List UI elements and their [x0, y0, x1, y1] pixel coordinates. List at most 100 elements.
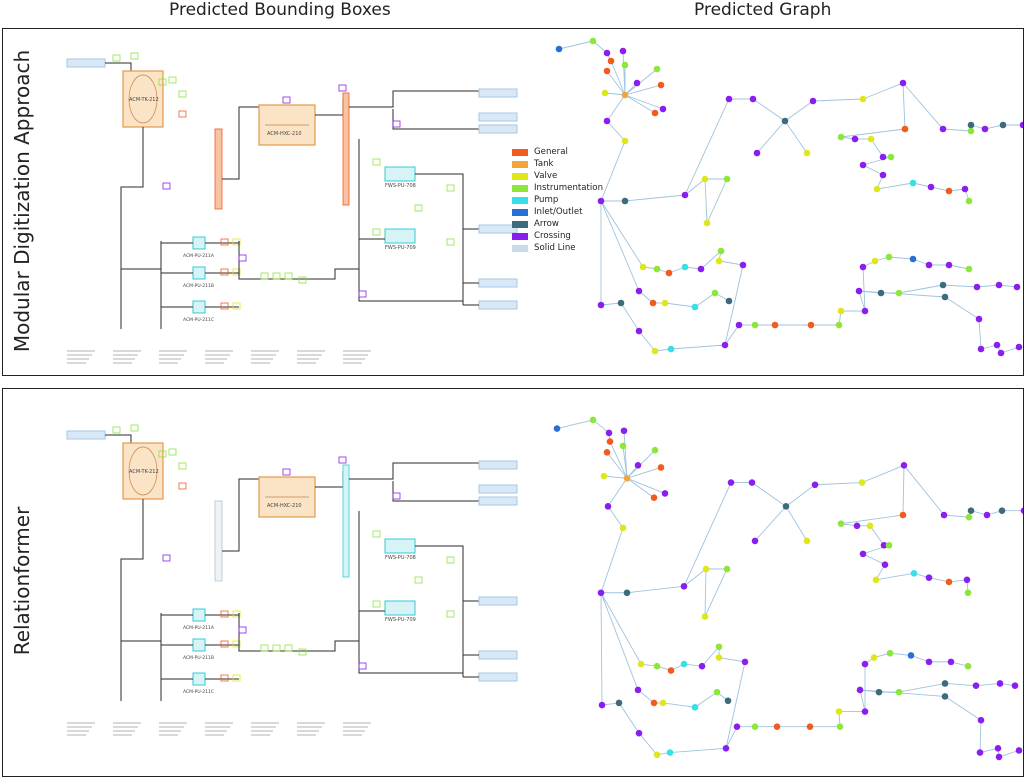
- graph-node: [724, 697, 732, 705]
- pipe-line: [358, 511, 463, 674]
- graph-edge: [618, 702, 640, 734]
- inlet-box: [66, 430, 106, 440]
- graph-edge: [704, 178, 708, 224]
- graph-node: [589, 37, 597, 45]
- graph-node: [925, 261, 933, 269]
- graph-node: [983, 511, 991, 519]
- graph-node: [635, 327, 643, 335]
- graph-edge: [626, 585, 685, 594]
- symbol-box: [158, 450, 167, 458]
- graph-node: [782, 503, 790, 510]
- pid-diagram-bottom: ACM-TK-212ACM-HXC-210FWS-PU-708FWS-PU-70…: [66, 424, 518, 736]
- graph-edge: [624, 94, 656, 114]
- graph-node: [651, 446, 659, 454]
- graph-node: [715, 643, 723, 651]
- legend-label: General: [534, 146, 568, 157]
- graph-edge: [840, 128, 906, 138]
- graph-edge: [600, 302, 622, 306]
- legend-item-instrumentation: Instrumentation: [512, 182, 603, 194]
- graph-node: [977, 716, 985, 724]
- graph-edge: [975, 683, 1001, 687]
- legend-swatch-valve: [512, 172, 528, 180]
- symbol-box: [162, 554, 171, 562]
- graph-node: [859, 161, 867, 169]
- graph-node: [701, 613, 709, 620]
- graph-bottom: [553, 416, 1023, 761]
- outlet-box: [478, 300, 518, 310]
- symbol-box: [282, 96, 291, 104]
- graph-node: [945, 578, 953, 586]
- graph-edge: [664, 302, 696, 308]
- graph-edge: [600, 140, 626, 202]
- pipe-line: [415, 545, 479, 602]
- graph-edge: [622, 445, 628, 479]
- graph-edge: [669, 747, 727, 754]
- tank-outline: [128, 446, 158, 496]
- graph-node: [773, 723, 781, 730]
- graph-edge: [876, 182, 914, 190]
- graph-node: [965, 265, 973, 273]
- graph-edge: [683, 482, 732, 587]
- tank-box: [122, 70, 164, 128]
- outlet-box: [478, 484, 518, 494]
- graph-edge: [600, 592, 639, 691]
- instrument-box: [178, 90, 187, 98]
- graph-node: [723, 565, 731, 573]
- pipe-line: [238, 241, 359, 280]
- graph-node: [603, 449, 611, 456]
- instrument-box: [112, 54, 121, 62]
- general-box: [220, 302, 229, 310]
- pipe-line: [222, 106, 259, 180]
- instrument-box: [112, 426, 121, 434]
- graph-node: [639, 263, 647, 271]
- graph-node: [735, 321, 743, 329]
- graph-edge: [684, 98, 730, 196]
- symbol-box: [158, 78, 167, 86]
- graph-edge: [638, 732, 658, 756]
- graph-edge: [600, 200, 644, 268]
- outlet-box: [478, 112, 518, 122]
- legend-label: Tank: [534, 158, 554, 169]
- graph-node: [941, 680, 949, 687]
- graph-node: [653, 662, 661, 670]
- graph-node: [623, 474, 631, 482]
- valve-box: [232, 640, 241, 648]
- graph-node: [835, 321, 843, 329]
- graph-edge: [606, 120, 626, 142]
- symbol-box: [338, 84, 347, 92]
- graph-edge: [859, 689, 866, 712]
- pump-box: [384, 538, 416, 554]
- graph-node: [589, 416, 597, 424]
- graph-node: [945, 261, 953, 269]
- graph-edge: [706, 178, 728, 224]
- graph-node: [620, 427, 628, 435]
- graph-edge: [725, 661, 746, 749]
- graph-edge: [624, 68, 658, 96]
- graph-node: [993, 341, 1001, 349]
- graph-node: [661, 490, 669, 497]
- general-box: [220, 268, 229, 276]
- symbol-box: [372, 158, 381, 166]
- inlet-box: [66, 58, 106, 68]
- graph-node: [963, 576, 971, 584]
- symbol-box: [446, 610, 455, 618]
- legend-swatch-inlet-outlet: [512, 208, 528, 216]
- graph-node: [623, 589, 631, 597]
- graph-node: [803, 149, 811, 157]
- graph-node: [697, 265, 705, 273]
- outlet-box: [478, 124, 518, 134]
- pipe-line: [392, 109, 479, 130]
- graph-node: [601, 89, 609, 97]
- graph-edge: [637, 689, 655, 704]
- graph-node: [1011, 682, 1019, 689]
- graph-node: [751, 723, 759, 730]
- symbol-box: [298, 648, 307, 656]
- graph-node: [998, 507, 1006, 514]
- graph-node: [619, 442, 627, 450]
- graph-node: [603, 49, 611, 57]
- graph-node: [880, 541, 888, 549]
- graph-node: [975, 315, 983, 323]
- graph-node: [751, 537, 759, 545]
- graph-edge: [903, 465, 945, 516]
- graph-node: [835, 708, 843, 715]
